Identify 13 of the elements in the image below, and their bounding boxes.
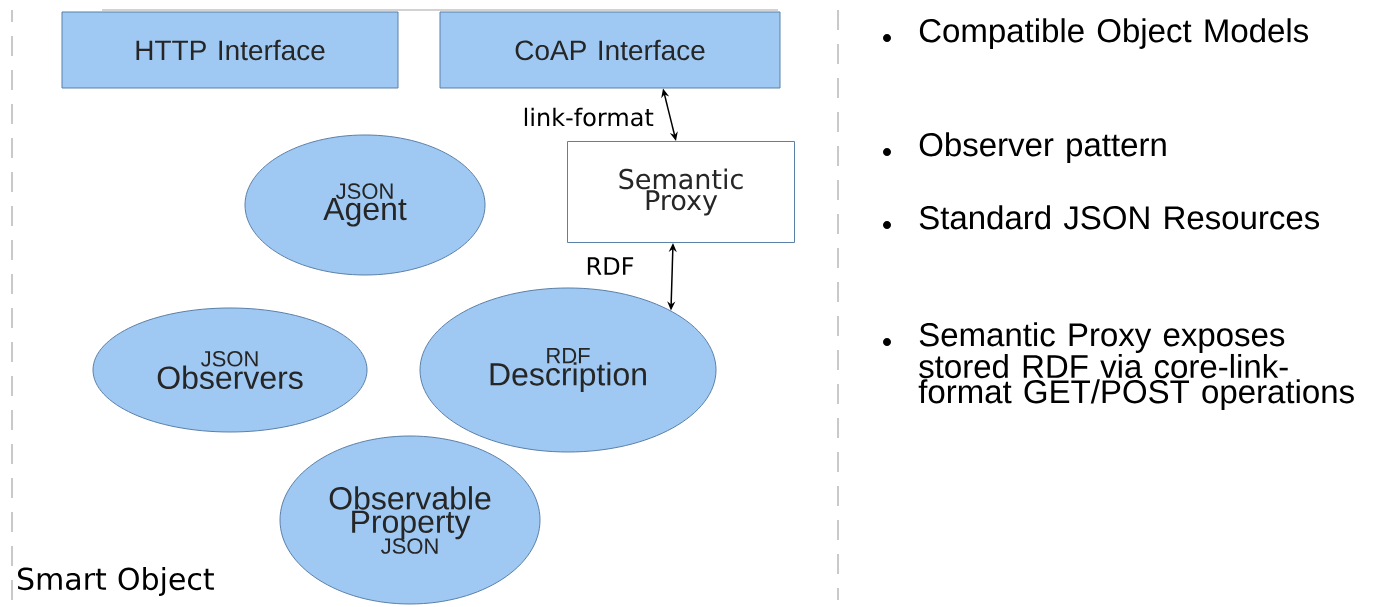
ellipse-node: Observable Property JSON (279, 435, 541, 605)
bullet-text: Semantic Proxy exposes stored RDF via core-link-format GET/POST operations (918, 322, 1354, 410)
interface-box: CoAP Interface (439, 11, 781, 89)
interface-box: HTTP Interface (61, 11, 399, 89)
ellipse-node: JSON Observers (92, 307, 368, 433)
process-box: Semantic Proxy (567, 141, 795, 243)
edge-label: link-format (521, 106, 655, 128)
ellipse-node: JSON Agent (244, 134, 486, 276)
ellipse-node: RDF Description (419, 287, 717, 453)
bullet-text: Observer pattern (919, 132, 1166, 163)
bullet-text: Standard JSON Resources (919, 205, 1320, 230)
bullet-text: Compatible Object Models (919, 18, 1308, 49)
edge-label: RDF (584, 256, 636, 276)
